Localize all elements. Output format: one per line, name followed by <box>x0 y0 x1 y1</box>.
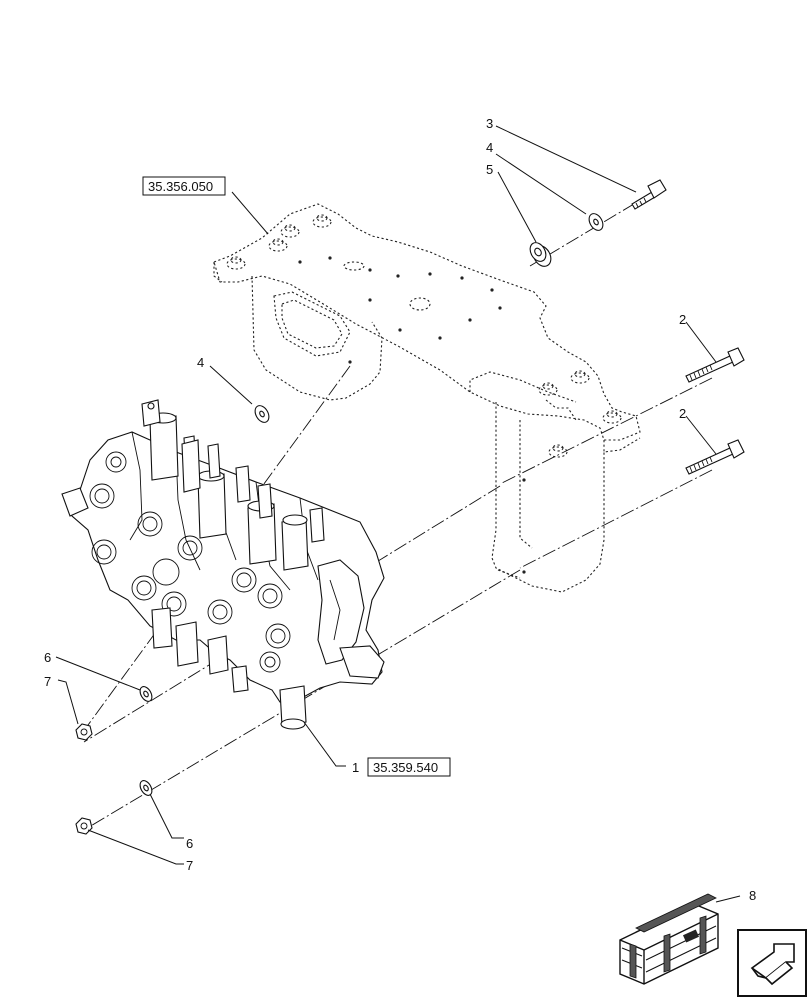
bolt-2-upper <box>685 347 745 383</box>
callout-5-top: 5 <box>486 162 493 177</box>
callout-3-top: 3 <box>486 116 493 131</box>
spacer-5 <box>529 242 552 267</box>
bolt-3 <box>631 179 667 210</box>
callout-1: 1 <box>352 760 359 775</box>
callout-6-left: 6 <box>44 650 51 665</box>
leader-lines <box>55 125 741 903</box>
callout-2-lower: 2 <box>679 406 686 421</box>
callout-2-upper: 2 <box>679 312 686 327</box>
next-page-arrow-icon[interactable] <box>737 929 807 997</box>
washer-6-bottom <box>139 780 153 796</box>
callout-4-top: 4 <box>486 140 493 155</box>
washer-4-left <box>254 405 270 423</box>
washer-6-left <box>139 686 153 702</box>
kit-crate-icon <box>619 893 719 985</box>
nut-7-bottom <box>75 817 93 835</box>
callout-7-left: 7 <box>44 674 51 689</box>
mounting-bracket <box>213 203 641 593</box>
callout-4-left: 4 <box>197 355 204 370</box>
reference-valve-box[interactable]: 35.359.540 <box>367 757 451 777</box>
washer-4-top <box>588 213 604 231</box>
reference-valve-label: 35.359.540 <box>373 760 438 775</box>
control-valve-assembly <box>61 399 385 730</box>
reference-frame-box[interactable]: 35.356.050 <box>142 176 226 196</box>
callout-labels: 3 4 5 2 2 4 6 7 1 6 7 8 <box>44 116 756 903</box>
bolt-2-lower <box>685 439 745 475</box>
callout-8: 8 <box>749 888 756 903</box>
callout-7-bottom: 7 <box>186 858 193 873</box>
nut-7-left <box>75 723 93 741</box>
reference-frame-label: 35.356.050 <box>148 179 213 194</box>
callout-6-bottom: 6 <box>186 836 193 851</box>
